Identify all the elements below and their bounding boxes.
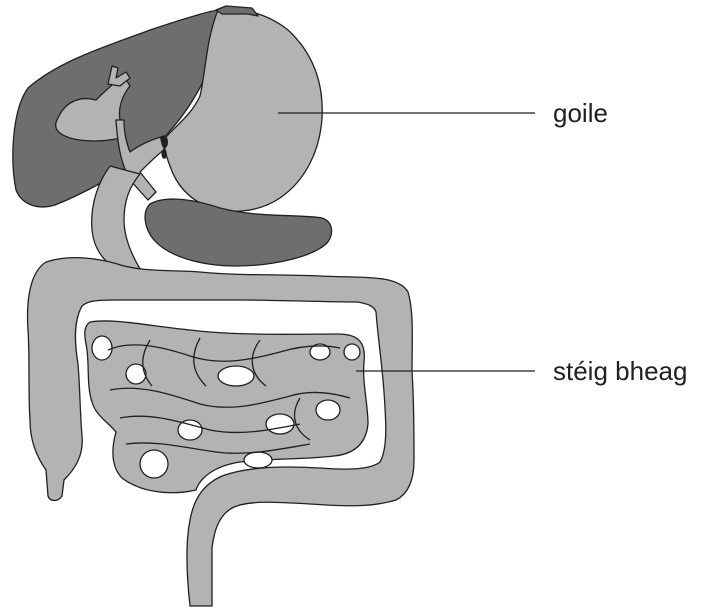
loop-hole bbox=[92, 336, 112, 360]
loop-hole bbox=[316, 400, 340, 420]
loop-hole bbox=[344, 344, 360, 360]
loop-hole bbox=[140, 450, 168, 478]
esophagus-stub bbox=[216, 6, 258, 16]
loop-hole bbox=[266, 414, 294, 434]
loop-hole bbox=[218, 366, 254, 386]
small-intestine-label: stéig bheag bbox=[553, 356, 687, 386]
loop-hole bbox=[244, 452, 272, 468]
stomach-label: goile bbox=[553, 98, 608, 128]
